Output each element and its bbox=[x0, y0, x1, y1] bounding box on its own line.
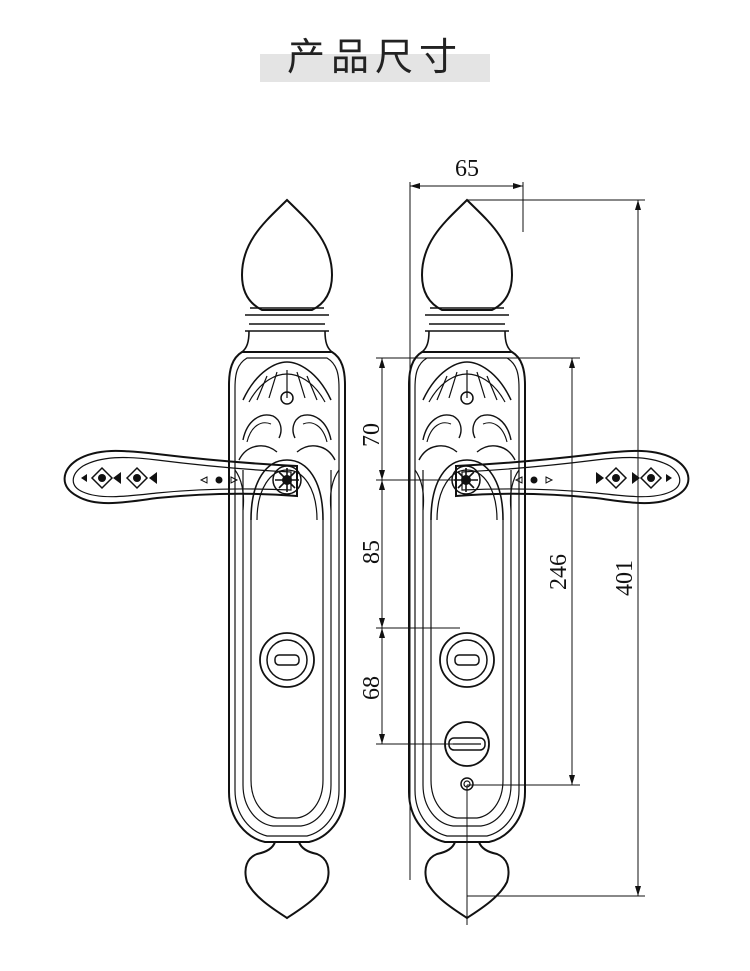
dimension-246 bbox=[467, 358, 580, 786]
dimension-70-label: 70 bbox=[359, 423, 385, 447]
dimension-width-label: 65 bbox=[455, 156, 479, 182]
right-lever-handle bbox=[451, 449, 690, 505]
left-lock-plate bbox=[228, 199, 346, 919]
dimension-width: 65 bbox=[409, 156, 524, 880]
page-title: 产品尺寸 bbox=[286, 35, 463, 79]
dimension-401 bbox=[467, 199, 645, 897]
dimension-246-label: 246 bbox=[546, 554, 572, 590]
title-band bbox=[260, 54, 490, 82]
dimension-stack-left bbox=[376, 357, 580, 745]
left-lever-handle bbox=[63, 449, 302, 505]
dimension-85-label: 85 bbox=[359, 540, 385, 564]
dimension-68-label: 68 bbox=[359, 676, 385, 700]
dimension-401-label: 401 bbox=[612, 560, 638, 596]
